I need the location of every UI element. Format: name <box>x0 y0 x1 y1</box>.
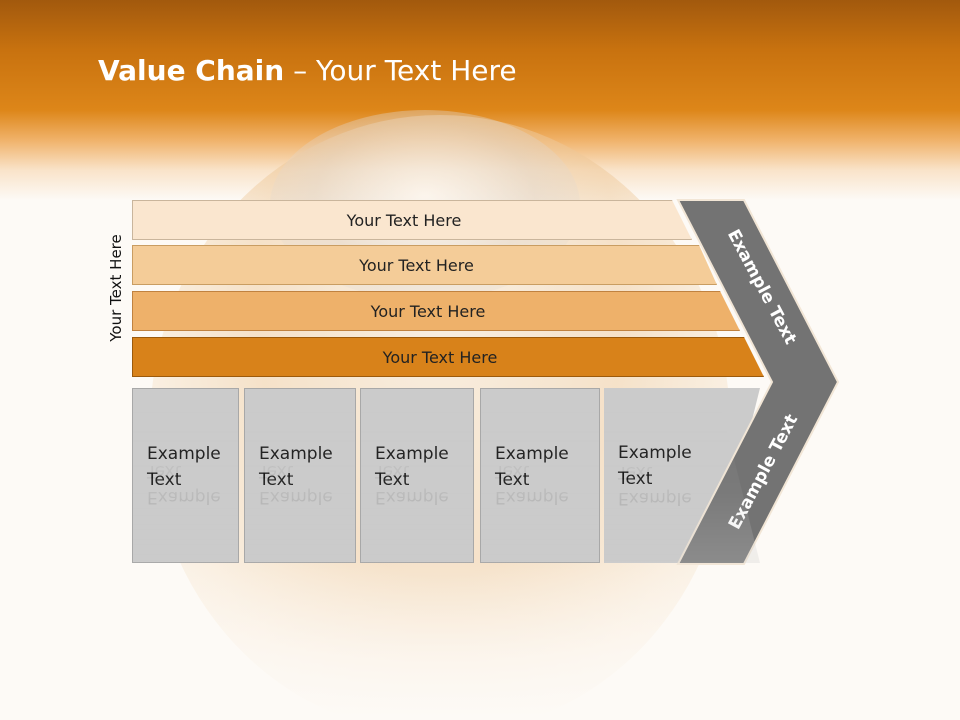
support-band-3[interactable]: Your Text Here <box>132 291 740 331</box>
primary-activity-3[interactable]: Example Text <box>360 388 474 563</box>
col-line1: Example <box>147 444 221 464</box>
support-band-2[interactable]: Your Text Here <box>132 245 717 285</box>
title-rest: – Your Text Here <box>284 54 517 87</box>
col-line2: Text <box>375 470 410 490</box>
col-line1: Example <box>259 444 333 464</box>
slide-title[interactable]: Value Chain – Your Text Here <box>98 54 517 87</box>
band-label: Your Text Here <box>370 301 486 321</box>
col-line1: Example <box>495 444 569 464</box>
bottom-fade <box>0 560 960 720</box>
col-line2: Text <box>147 470 182 490</box>
primary-activity-1[interactable]: Example Text <box>132 388 239 563</box>
col-line1: Example <box>375 444 449 464</box>
support-band-1[interactable]: Your Text Here <box>132 200 692 240</box>
col-line2: Text <box>618 469 653 489</box>
col-line2: Text <box>495 470 530 490</box>
band-label: Your Text Here <box>359 255 474 275</box>
primary-activity-4[interactable]: Example Text <box>480 388 600 563</box>
col-line1: Example <box>618 443 692 463</box>
support-band-4[interactable]: Your Text Here <box>132 337 764 377</box>
band-label: Your Text Here <box>346 210 462 230</box>
title-bold: Value Chain <box>98 54 285 87</box>
band-label: Your Text Here <box>382 347 498 367</box>
margin-chevron-shape <box>676 199 840 565</box>
col-line2: Text <box>259 470 294 490</box>
